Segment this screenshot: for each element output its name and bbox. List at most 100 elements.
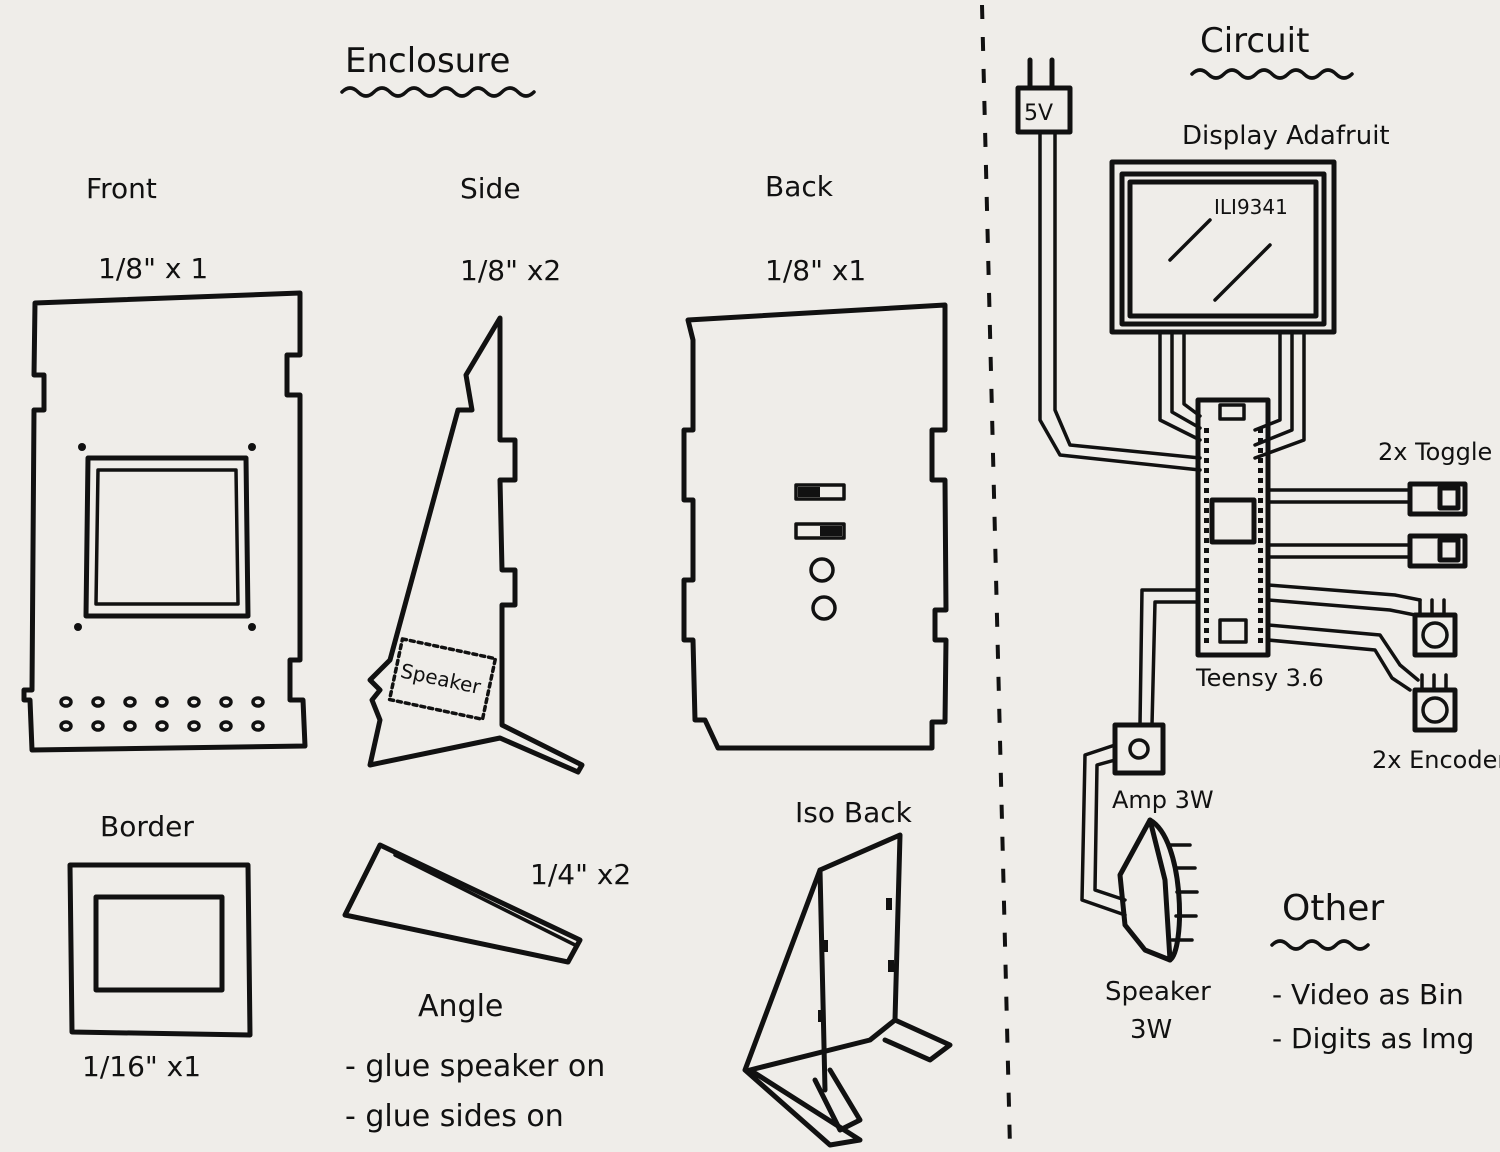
iso-back-label: Iso Back [795,796,913,829]
angle-label: Angle [418,989,503,1024]
side-panel: Speaker [367,315,585,775]
back-spec: 1/8" x1 [765,254,866,287]
teensy-pin [1258,598,1263,603]
teensy-pin [1204,508,1209,513]
teensy-pin [1204,458,1209,463]
teensy-pin [1204,518,1209,523]
other-title: Other [1282,888,1384,929]
angle-piece [342,842,583,965]
front-speaker-hole [91,696,105,708]
teensy-pin [1204,498,1209,503]
other-item-1: - Video as Bin [1272,978,1464,1011]
teensy-pin [1258,538,1263,543]
rotary-encoders [1266,583,1458,733]
teensy-pin [1258,628,1263,633]
side-spec: 1/8" x2 [460,254,561,287]
teensy-pin [1204,638,1209,643]
teensy-pin [1258,548,1263,553]
front-panel [21,290,308,753]
section-divider [980,4,1012,1149]
teensy-pin [1258,608,1263,613]
front-speaker-hole [123,696,137,708]
teensy-pin [1204,538,1209,543]
teensy-pin [1204,628,1209,633]
front-speaker-hole [155,696,169,708]
teensy-pin [1204,568,1209,573]
teensy-label: Teensy 3.6 [1195,664,1324,692]
front-speaker-hole [155,720,169,732]
enclosure-title: Enclosure [345,41,510,81]
circuit-title: Circuit [1200,21,1309,61]
teensy-pin [1258,568,1263,573]
teensy-pin [1204,448,1209,453]
teensy-pin [1258,588,1263,593]
teensy-pin [1204,478,1209,483]
teensy-pin [1204,438,1209,443]
teensy-pin [1204,558,1209,563]
circuit-title-squiggle [1190,68,1354,80]
back-panel [681,302,949,751]
teensy-pin [1204,618,1209,623]
back-encoder-1 [809,557,835,583]
teensy-pin [1258,468,1263,473]
front-speaker-hole [187,696,201,708]
front-spec: 1/8" x 1 [98,252,208,285]
front-speaker-hole [219,696,233,708]
teensy-pin [1258,448,1263,453]
teensy-pin [1258,508,1263,513]
border-piece [67,862,253,1038]
back-toggle-2 [794,522,846,540]
front-speaker-hole [251,696,265,708]
side-speaker-label: Speaker [398,659,483,700]
encoder-label: 2x Encoder [1372,746,1500,774]
teensy-pin [1258,638,1263,643]
teensy-pin [1258,528,1263,533]
front-speaker-hole [123,720,137,732]
speaker-drawing [1117,817,1199,963]
teensy-pin [1258,558,1263,563]
back-encoder-2 [811,595,837,621]
teensy-pin [1258,458,1263,463]
back-label: Back [765,170,834,203]
side-label: Side [460,172,521,205]
angle-spec: 1/4" x2 [530,858,631,891]
other-title-squiggle [1270,939,1370,951]
teensy-pin [1204,528,1209,533]
teensy-pin [1258,478,1263,483]
teensy-board [1195,397,1271,658]
amp-module [1080,588,1200,917]
teensy-pin [1204,468,1209,473]
front-speaker-hole [187,720,201,732]
angle-note-1: - glue speaker on [345,1049,605,1084]
teensy-pin [1204,428,1209,433]
teensy-pin [1258,578,1263,583]
toggle-label: 2x Toggle [1378,438,1492,466]
front-speaker-hole [59,720,73,732]
border-spec: 1/16" x1 [82,1050,201,1083]
border-label: Border [100,810,194,843]
teensy-pin [1258,428,1263,433]
front-speaker-hole [219,720,233,732]
enclosure-title-squiggle [340,86,536,98]
angle-note-2: - glue sides on [345,1099,564,1134]
power-connector: 5V [1015,57,1202,472]
teensy-pin [1204,578,1209,583]
display-label: Display Adafruit [1182,121,1390,151]
speaker-label: Speaker [1105,977,1211,1007]
teensy-pin [1258,498,1263,503]
front-speaker-hole [251,720,265,732]
front-speaker-hole [59,696,73,708]
teensy-pin [1204,488,1209,493]
teensy-pin [1204,598,1209,603]
power-label: 5V [1024,101,1053,126]
toggle-switches [1266,481,1468,569]
front-label: Front [86,172,157,205]
iso-back-drawing [742,832,953,1148]
teensy-pin [1258,618,1263,623]
side-speaker-box [387,637,498,722]
teensy-pin [1258,488,1263,493]
display-chip-label: ILI9341 [1214,195,1288,219]
other-item-2: - Digits as Img [1272,1022,1474,1055]
